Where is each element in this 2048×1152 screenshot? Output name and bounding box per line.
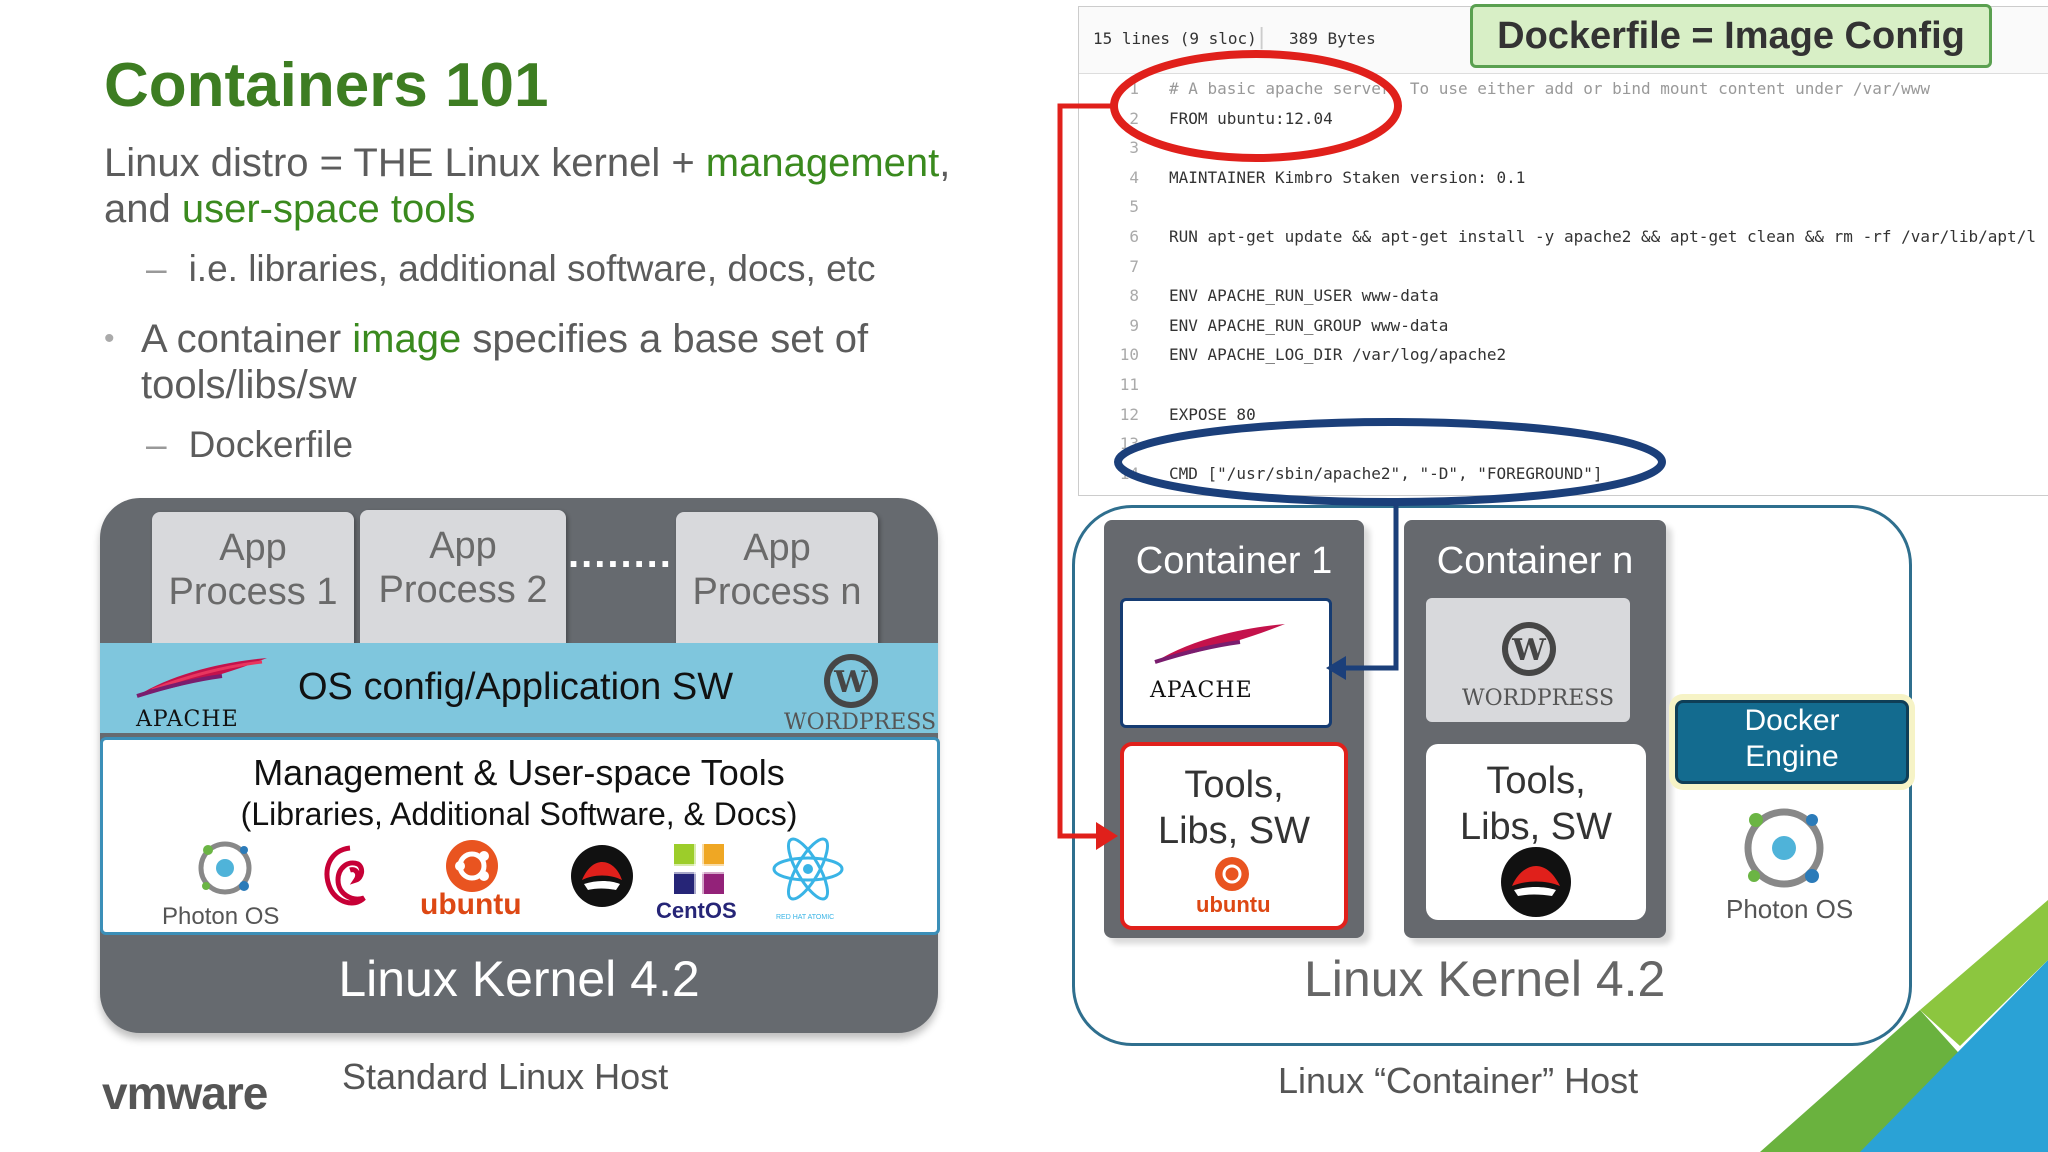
atomic-label: RED HAT ATOMIC bbox=[776, 914, 835, 921]
code-line-text: RUN apt-get update && apt-get install -y… bbox=[1169, 227, 2036, 246]
code-line-text: MAINTAINER Kimbro Staken version: 0.1 bbox=[1169, 167, 1526, 187]
sub-bullet-dockerfile: –Dockerfile bbox=[146, 424, 354, 465]
red-hat-icon-2 bbox=[1501, 847, 1571, 917]
ubuntu-icon bbox=[446, 840, 498, 892]
code-bytes: 389 Bytes bbox=[1289, 29, 1376, 48]
code-line-number: 9 bbox=[1129, 315, 1139, 335]
apache-feather-icon-2 bbox=[1154, 624, 1285, 664]
code-line-text: EXPOSE 80 bbox=[1169, 404, 1256, 424]
os-config-text: OS config/Application SW bbox=[298, 666, 734, 708]
code-line-text: ENV APACHE_RUN_GROUP www-data bbox=[1169, 315, 1449, 335]
vmware-logo: vmware bbox=[102, 1067, 268, 1119]
wordpress-label: WORDPRESS bbox=[784, 710, 937, 735]
mgmt-title: Management & User-space Tools bbox=[253, 752, 785, 793]
debian-icon bbox=[324, 845, 366, 906]
code-line-number: 3 bbox=[1129, 138, 1139, 158]
ubuntu-label: ubuntu bbox=[420, 888, 522, 921]
wordpress-icon-2: W bbox=[1502, 622, 1556, 676]
code-line-number: 2 bbox=[1129, 108, 1139, 128]
cmd-to-apache-connector bbox=[1336, 502, 1399, 671]
right-kernel-label: Linux Kernel 4.2 bbox=[1304, 951, 1666, 1007]
right-caption: Linux “Container” Host bbox=[1278, 1060, 1639, 1101]
cmd-arrow-head bbox=[1326, 656, 1346, 680]
code-line-number: 6 bbox=[1129, 227, 1139, 246]
code-line-number: 8 bbox=[1129, 286, 1139, 306]
bullet-dot: • bbox=[104, 322, 115, 355]
mgmt-subtitle: (Libraries, Additional Software, & Docs) bbox=[240, 796, 798, 832]
left-caption: Standard Linux Host bbox=[342, 1056, 669, 1097]
os-config-band bbox=[100, 643, 938, 733]
code-line-number: 10 bbox=[1119, 345, 1139, 365]
code-line-number: 5 bbox=[1129, 197, 1139, 217]
container-1-apache-label: APACHE bbox=[1150, 678, 1253, 703]
apache-feather-icon bbox=[136, 658, 267, 698]
corner-blue-triangle bbox=[1860, 960, 2048, 1152]
code-line-number: 1 bbox=[1129, 79, 1139, 98]
cmd-highlight-ellipse bbox=[1114, 418, 1666, 506]
code-header-divider: | bbox=[1255, 25, 1269, 50]
code-line-text: FROM ubuntu:12.04 bbox=[1169, 108, 1333, 128]
container-n-wordpress-label: WORDPRESS bbox=[1462, 686, 1615, 711]
code-line-text: CMD ["/usr/sbin/apache2", "-D", "FOREGRO… bbox=[1169, 463, 1603, 483]
management-tools-box bbox=[100, 737, 940, 935]
code-lines-count: 15 lines (9 sloc) bbox=[1093, 29, 1257, 48]
apache-label: APACHE bbox=[136, 707, 239, 732]
dockerfile-image-config-label: Dockerfile = Image Config bbox=[1470, 4, 1992, 68]
svg-text:W: W bbox=[1511, 633, 1547, 668]
svg-text:W: W bbox=[833, 665, 869, 700]
code-line-number: 7 bbox=[1129, 256, 1139, 276]
left-kernel-label: Linux Kernel 4.2 bbox=[338, 951, 700, 1007]
code-line-text: ENV APACHE_RUN_USER www-data bbox=[1169, 286, 1439, 306]
photon-os-label-2: Photon OS bbox=[1726, 894, 1854, 924]
red-hat-icon bbox=[571, 845, 633, 907]
code-line-number: 12 bbox=[1119, 404, 1139, 424]
photon-os-label: Photon OS bbox=[162, 903, 280, 930]
wordpress-icon: W bbox=[824, 654, 878, 708]
ubuntu-label-2: ubuntu bbox=[1196, 892, 1271, 917]
corner-accent-triangle bbox=[1920, 900, 2048, 1046]
code-line-number: 11 bbox=[1119, 375, 1139, 394]
from-to-tools-connector bbox=[1057, 103, 1118, 839]
sub-bullet-libraries: –i.e. libraries, additional software, do… bbox=[146, 248, 876, 289]
atomic-icon bbox=[772, 837, 844, 901]
container-1-tools-box: Tools, Libs, SW bbox=[1120, 742, 1348, 930]
ubuntu-icon-2 bbox=[1215, 857, 1249, 891]
bullet-distro: Linux distro = THE Linux kernel + manage… bbox=[104, 141, 951, 231]
from-highlight-ellipse bbox=[1110, 50, 1402, 162]
container-n-title: Container n bbox=[1436, 540, 1634, 582]
bullet-image: A container image specifies a base set o… bbox=[141, 317, 869, 407]
app-ellipsis: ........ bbox=[568, 532, 673, 576]
container-1-title: Container 1 bbox=[1135, 540, 1333, 582]
centos-label: CentOS bbox=[656, 898, 737, 923]
centos-icon bbox=[672, 842, 726, 896]
from-arrow-head bbox=[1096, 822, 1118, 850]
code-line-number: 4 bbox=[1129, 167, 1139, 187]
photon-os-icon-2 bbox=[1744, 808, 1824, 888]
code-line-text: ENV APACHE_LOG_DIR /var/log/apache2 bbox=[1169, 345, 1507, 365]
photon-os-icon bbox=[198, 841, 252, 895]
slide-title: Containers 101 bbox=[104, 51, 549, 120]
